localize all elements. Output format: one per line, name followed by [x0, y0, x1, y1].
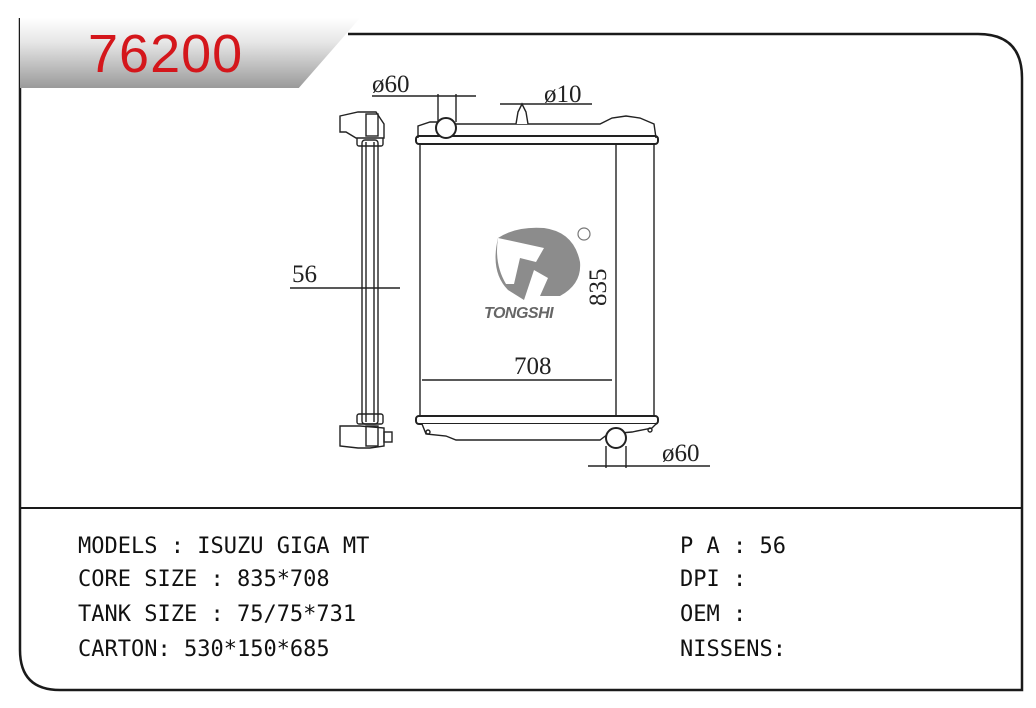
spec-dpi: DPI : — [680, 567, 760, 592]
part-number-tab — [20, 18, 360, 88]
dim-core-width: 708 — [514, 353, 552, 380]
dim-core-height: 835 — [585, 268, 612, 307]
brand-logo-text: TONGSHI — [484, 305, 554, 322]
spec-tank-size: TANK SIZE : 75/75*731 — [78, 602, 357, 627]
dim-inlet-top: ø60 — [372, 71, 410, 98]
dim-outlet-bottom: ø60 — [662, 440, 700, 467]
spec-core-size: CORE SIZE : 835*708 — [78, 567, 330, 592]
brand-logo-icon — [495, 227, 591, 300]
dim-thickness: 56 — [292, 261, 317, 288]
part-number: 76200 — [88, 24, 244, 84]
spec-oem: OEM : — [680, 602, 760, 627]
spec-carton: CARTON: 530*150*685 — [78, 637, 330, 662]
side-view — [290, 111, 400, 449]
spec-pa: P A : 56 — [680, 534, 786, 559]
spec-nissens: NISSENS: — [680, 637, 786, 662]
front-view — [372, 94, 710, 468]
dim-small-top: ø10 — [544, 81, 582, 108]
spec-models: MODELS : ISUZU GIGA MT — [78, 534, 370, 559]
